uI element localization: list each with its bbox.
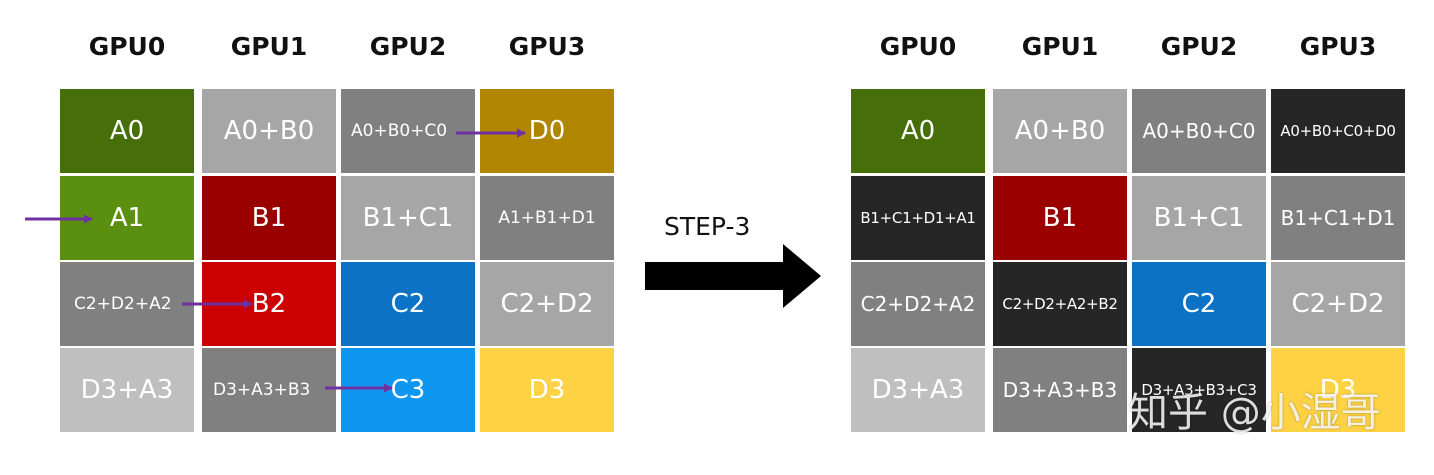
right-cell: C2	[1132, 262, 1266, 346]
right-cell: D3+A3+B3	[993, 348, 1127, 432]
left-cell: D0	[480, 89, 614, 173]
right-cell: A0	[851, 89, 985, 173]
right-cell: B1+C1+D1+A1	[851, 176, 985, 260]
left-cell: A0+B0	[202, 89, 336, 173]
left-header-gpu3: GPU3	[508, 32, 586, 61]
watermark-text: 知乎 @小湿哥	[1128, 390, 1381, 436]
left-cell: A0	[60, 89, 194, 173]
left-header-gpu1: GPU1	[230, 32, 308, 61]
right-cell: D3	[1271, 348, 1405, 432]
left-cell: B1+C1	[341, 176, 475, 260]
right-cell: C2+D2+A2	[851, 262, 985, 346]
left-cell: A1+B1+D1	[480, 176, 614, 260]
right-cell: B1	[993, 176, 1127, 260]
right-cell: C2+D2+A2+B2	[993, 262, 1127, 346]
left-cell: C2+D2+A2	[60, 262, 194, 346]
left-cell: C2+D2	[480, 262, 614, 346]
right-cell: A0+B0+C0	[1132, 89, 1266, 173]
right-arrow-icon	[645, 244, 821, 308]
right-cell: D3+A3	[851, 348, 985, 432]
left-cell: C2	[341, 262, 475, 346]
right-cell: A0+B0	[993, 89, 1127, 173]
left-cell: C3	[341, 348, 475, 432]
right-header-gpu3: GPU3	[1299, 32, 1377, 61]
step-label: STEP-3	[664, 212, 751, 241]
left-cell: D3+A3	[60, 348, 194, 432]
right-header-gpu1: GPU1	[1021, 32, 1099, 61]
right-header-gpu2: GPU2	[1160, 32, 1238, 61]
right-cell: B1+C1	[1132, 176, 1266, 260]
left-cell: A1	[60, 176, 194, 260]
right-cell: D3+A3+B3+C3	[1132, 348, 1266, 432]
right-cell: A0+B0+C0+D0	[1271, 89, 1405, 173]
left-cell: B1	[202, 176, 336, 260]
right-cell: B1+C1+D1	[1271, 176, 1405, 260]
right-cell: C2+D2	[1271, 262, 1405, 346]
left-cell: D3	[480, 348, 614, 432]
left-header-gpu0: GPU0	[88, 32, 166, 61]
right-header-gpu0: GPU0	[879, 32, 957, 61]
left-header-gpu2: GPU2	[369, 32, 447, 61]
left-cell: A0+B0+C0	[341, 89, 475, 173]
left-cell: D3+A3+B3	[202, 348, 336, 432]
left-cell: B2	[202, 262, 336, 346]
